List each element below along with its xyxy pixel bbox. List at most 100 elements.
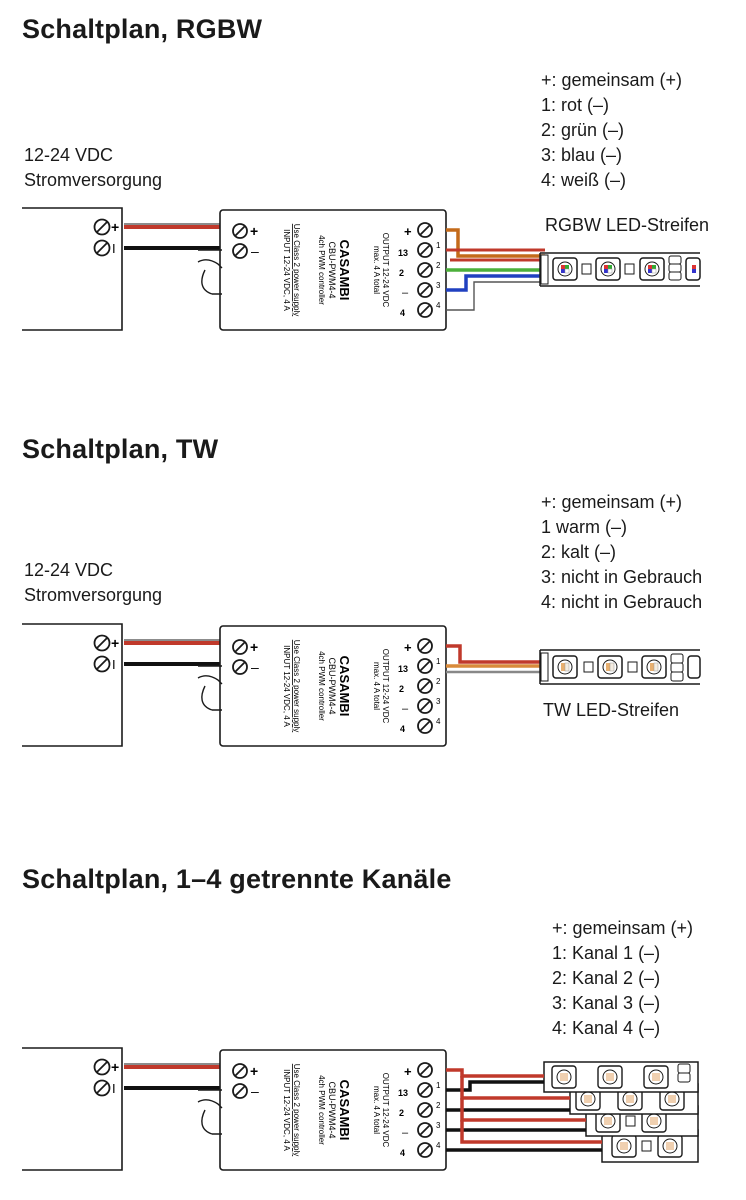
- svg-text:1: 1: [436, 1081, 441, 1090]
- wiring-diagram-rgbw: + I + – INPUT 12-24 VDC, 4 A Use Class 2…: [22, 207, 701, 331]
- svg-text:+: +: [250, 1063, 258, 1079]
- wire-minus-black: [124, 1086, 222, 1090]
- svg-text:2: 2: [399, 268, 404, 278]
- svg-text:3: 3: [436, 1121, 441, 1130]
- wire-plus-red: [124, 1065, 222, 1069]
- svg-text:+: +: [404, 224, 412, 239]
- svg-text:+: +: [250, 223, 258, 239]
- mounting-clip: [197, 1089, 223, 1135]
- legend-rgbw: +: gemeinsam (+) 1: rot (–) 2: grün (–) …: [541, 68, 682, 193]
- svg-text:OUTPUT 12-24 VDC: OUTPUT 12-24 VDC: [381, 649, 390, 724]
- output-terminal-icon: [417, 262, 433, 278]
- output-terminal-icon: [417, 658, 433, 674]
- heading-channels: Schaltplan, 1–4 getrennte Kanäle: [22, 864, 452, 894]
- svg-text:INPUT 12-24 VDC, 4 A: INPUT 12-24 VDC, 4 A: [282, 1069, 291, 1151]
- led-chip-icon: [639, 257, 665, 281]
- svg-text:2: 2: [399, 1108, 404, 1118]
- power-supply-box: [22, 1047, 123, 1171]
- legend-item: +: gemeinsam (+): [552, 918, 694, 938]
- legend-item: 4: weiß (–): [541, 170, 627, 190]
- led-chip-icon: [597, 1065, 623, 1089]
- controller-in-plus-icon: [232, 223, 248, 239]
- led-strip-channel-2: [569, 1083, 699, 1115]
- power-supply-label: 12-24 VDC Stromversorgung: [24, 558, 162, 608]
- output-terminal-icon: [417, 302, 433, 318]
- svg-text:+: +: [250, 639, 258, 655]
- output-terminal-icon: [417, 1122, 433, 1138]
- svg-text:4: 4: [436, 301, 441, 310]
- led-chip-icon: [551, 1065, 577, 1089]
- output-terminal-icon: [417, 638, 433, 654]
- svg-text:OUTPUT 12-24 VDC: OUTPUT 12-24 VDC: [381, 233, 390, 308]
- svg-text:max. 4 A total: max. 4 A total: [372, 246, 381, 294]
- heading-tw: Schaltplan, TW: [22, 434, 219, 464]
- output-terminal-icon: [417, 698, 433, 714]
- supply-terminal-plus-icon: [93, 1058, 111, 1076]
- controller-in-plus-icon: [232, 1063, 248, 1079]
- svg-text:CBU-PWM4-4: CBU-PWM4-4: [327, 241, 337, 298]
- output-terminal-icon: [417, 242, 433, 258]
- svg-text:INPUT 12-24 VDC, 4 A: INPUT 12-24 VDC, 4 A: [282, 645, 291, 727]
- svg-text:+: +: [111, 635, 119, 651]
- legend-item: 3: blau (–): [541, 145, 623, 165]
- supply-terminal-plus-icon: [93, 634, 111, 652]
- led-chip-icon: [597, 655, 623, 679]
- wire-common-orange: [446, 228, 545, 258]
- legend-item: 1: rot (–): [541, 95, 610, 115]
- svg-text:INPUT 12-24 VDC, 4 A: INPUT 12-24 VDC, 4 A: [282, 229, 291, 311]
- controller-in-minus-icon: [232, 1083, 248, 1099]
- wire-plus-red: [124, 225, 222, 229]
- svg-text:Use Class 2 power supply: Use Class 2 power supply: [292, 640, 301, 732]
- legend-item: 4: Kanal 4 (–): [552, 1018, 661, 1038]
- rgbw-led-strip: [539, 252, 701, 287]
- legend-item: 3: nicht in Gebrauch: [541, 567, 703, 587]
- output-terminal-icon: [417, 678, 433, 694]
- strip-label-tw: TW LED-Streifen: [543, 700, 680, 720]
- resistor-icon: [670, 653, 684, 682]
- legend-item: 2: Kanal 2 (–): [552, 968, 661, 988]
- output-terminal-icon: [417, 1082, 433, 1098]
- svg-text:3: 3: [436, 281, 441, 290]
- wire-ch4-red: [460, 1120, 602, 1144]
- svg-text:CASAMBI: CASAMBI: [337, 656, 352, 717]
- controller-in-minus-icon: [232, 659, 248, 675]
- svg-text:–: –: [402, 703, 409, 715]
- power-supply-box: [22, 623, 123, 747]
- svg-text:1: 1: [436, 657, 441, 666]
- svg-text:2: 2: [436, 677, 441, 686]
- section-tw: Schaltplan, TW 12-24 VDC Stromversorgung…: [0, 420, 746, 820]
- supply-voltage: 12-24 VDC: [24, 145, 114, 165]
- legend-channels: +: gemeinsam (+) 1: Kanal 1 (–) 2: Kanal…: [552, 916, 693, 1041]
- wire-common-red: [446, 644, 545, 664]
- svg-text:+: +: [111, 1059, 119, 1075]
- svg-text:–: –: [402, 287, 409, 299]
- svg-text:4: 4: [400, 1148, 405, 1158]
- svg-text:CASAMBI: CASAMBI: [337, 240, 352, 301]
- wire-white: [446, 281, 545, 311]
- led-chip-icon: [552, 257, 578, 281]
- svg-text:4ch PWM controller: 4ch PWM controller: [317, 235, 326, 305]
- svg-text:4ch PWM controller: 4ch PWM controller: [317, 1075, 326, 1145]
- led-chip-icon: [685, 257, 701, 281]
- wire-ch1-black: [446, 1080, 544, 1092]
- svg-text:I: I: [112, 1081, 116, 1096]
- svg-text:CBU-PWM4-4: CBU-PWM4-4: [327, 1081, 337, 1138]
- output-terminal-icon: [417, 1062, 433, 1078]
- legend-item: 2: grün (–): [541, 120, 625, 140]
- output-terminal-icon: [417, 718, 433, 734]
- supply-terminal-plus-icon: [93, 218, 111, 236]
- controller-in-minus-icon: [232, 243, 248, 259]
- wiring-diagram-channels: + I + – INPUT 12-24 VDC, 4 A Use Class 2…: [22, 1047, 699, 1171]
- svg-text:2: 2: [399, 684, 404, 694]
- output-terminal-icon: [417, 282, 433, 298]
- svg-text:4: 4: [400, 724, 405, 734]
- heading-rgbw: Schaltplan, RGBW: [22, 14, 263, 44]
- wire-red: [446, 248, 545, 262]
- supply-text: Stromversorgung: [24, 585, 163, 605]
- resistor-icon: [668, 255, 682, 281]
- led-strip-channel-1: [543, 1061, 699, 1093]
- tw-led-strip: [539, 649, 701, 685]
- led-chip-icon: [643, 1065, 669, 1089]
- supply-plus: +: [111, 219, 119, 235]
- svg-text:–: –: [251, 1083, 259, 1099]
